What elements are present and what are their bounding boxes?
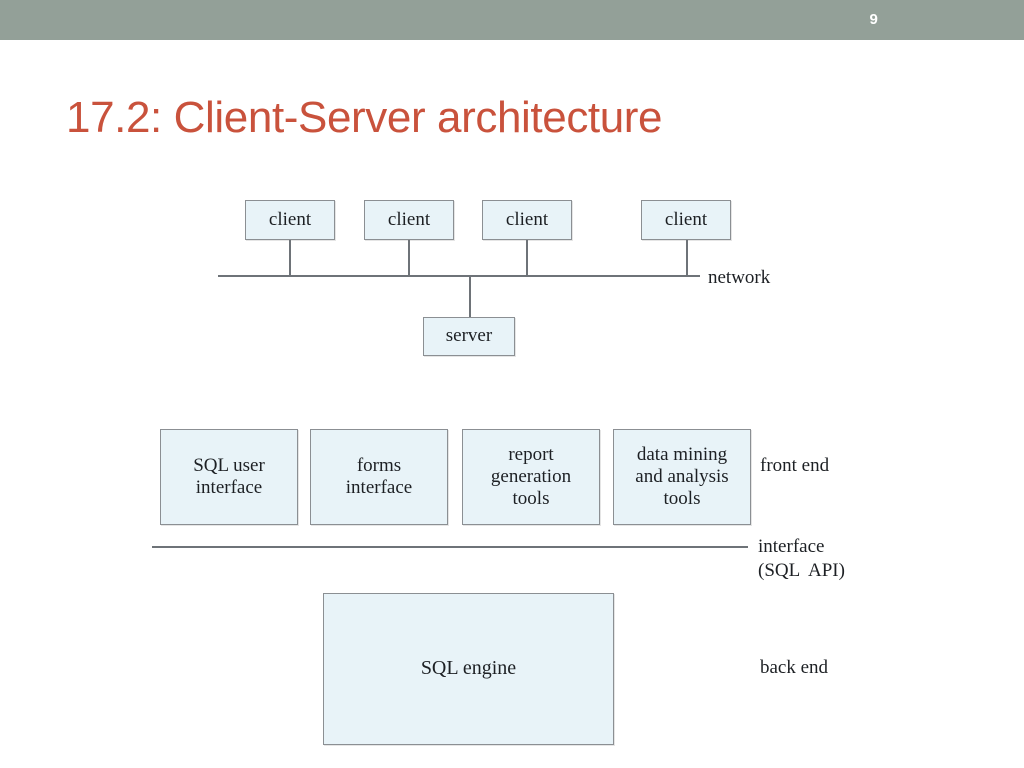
front-end-box-data-mining-and-analysis-tools: data mining and analysis tools [613, 429, 751, 525]
client-box-1: client [245, 200, 335, 240]
front-end-box-2-label: forms interface [345, 454, 413, 498]
front-end-label: front end [760, 455, 830, 476]
sql-engine-box: SQL engine [323, 593, 614, 745]
client-box-3-label: client [505, 208, 549, 230]
interface-label-line2: (SQL API) [758, 560, 845, 581]
network-label: network [708, 267, 771, 288]
client-3-network-connector [526, 240, 528, 276]
client-box-3: client [482, 200, 572, 240]
back-end-label: back end [760, 657, 829, 678]
server-network-connector [469, 276, 471, 317]
network-bus-line [218, 275, 700, 277]
sql-engine-box-label: SQL engine [420, 657, 517, 680]
interface-label-line1: interface [758, 536, 825, 557]
front-end-box-4-label: data mining and analysis tools [635, 443, 729, 510]
front-end-box-3-label: report generation tools [490, 443, 572, 510]
slide-number: 9 [869, 11, 878, 28]
slide-top-banner [0, 0, 1024, 40]
front-end-box-sql-user-interface: SQL user interface [160, 429, 298, 525]
client-box-2-label: client [387, 208, 431, 230]
client-box-1-label: client [268, 208, 312, 230]
client-1-network-connector [289, 240, 291, 276]
client-box-4-label: client [664, 208, 708, 230]
server-box: server [423, 317, 515, 356]
front-end-box-report-generation-tools: report generation tools [462, 429, 600, 525]
page-title: 17.2: Client-Server architecture [66, 93, 663, 142]
interface-separator-line [152, 546, 748, 548]
client-box-2: client [364, 200, 454, 240]
server-box-label: server [445, 325, 493, 347]
client-box-4: client [641, 200, 731, 240]
front-end-box-forms-interface: forms interface [310, 429, 448, 525]
client-2-network-connector [408, 240, 410, 276]
client-4-network-connector [686, 240, 688, 276]
front-end-box-1-label: SQL user interface [193, 454, 265, 498]
